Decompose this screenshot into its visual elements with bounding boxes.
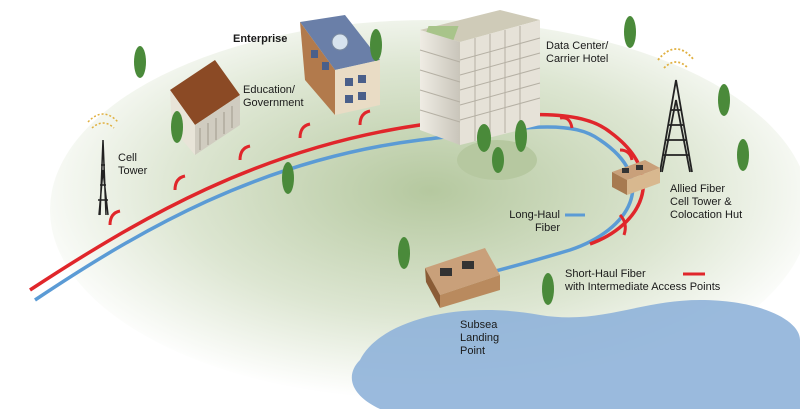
long-haul-label: Long-Haul Fiber <box>509 209 560 234</box>
subsea-label: Subsea Landing Point <box>460 319 500 357</box>
enterprise-label: Enterprise <box>233 33 288 45</box>
cell-tower-label: Cell Tower <box>118 152 148 177</box>
trees <box>134 16 749 305</box>
enterprise-building <box>300 15 380 115</box>
education-government-label: Education/ Government <box>243 84 304 109</box>
cell-tower-left <box>87 113 119 216</box>
allied-hut-label: Allied Fiber Cell Tower & Colocation Hut <box>670 183 743 221</box>
allied-colocation-hut <box>612 160 660 195</box>
subsea-landing-building <box>425 248 500 308</box>
subsea-water <box>351 300 800 409</box>
short-haul-label: Short-Haul Fiber with Intermediate Acces… <box>565 268 721 293</box>
data-center-building <box>419 10 541 145</box>
data-center-label: Data Center/ Carrier Hotel <box>546 40 609 65</box>
access-points <box>108 109 634 236</box>
cell-tower-right <box>657 48 695 173</box>
long-haul-fiber-line <box>34 125 635 302</box>
